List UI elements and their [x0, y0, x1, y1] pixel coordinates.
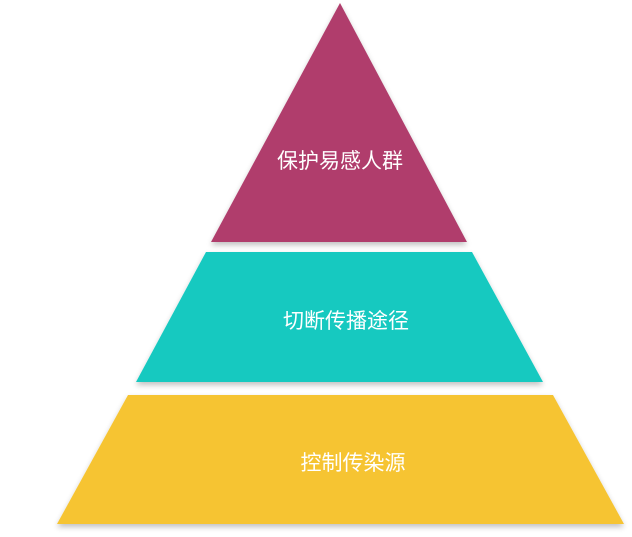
- tier-bottom-label: 控制传染源: [301, 451, 406, 475]
- pyramid-tier-middle: 切断传播途径: [136, 252, 543, 382]
- tier-middle-shape: [136, 252, 543, 382]
- tier-middle-label: 切断传播途径: [283, 309, 409, 333]
- tier-top-shape: [211, 3, 467, 242]
- pyramid-tier-bottom: 控制传染源: [57, 395, 624, 524]
- tier-bottom-shape: [57, 395, 624, 524]
- tier-top-label: 保护易感人群: [277, 149, 403, 173]
- pyramid-tier-top: 保护易感人群: [211, 3, 467, 242]
